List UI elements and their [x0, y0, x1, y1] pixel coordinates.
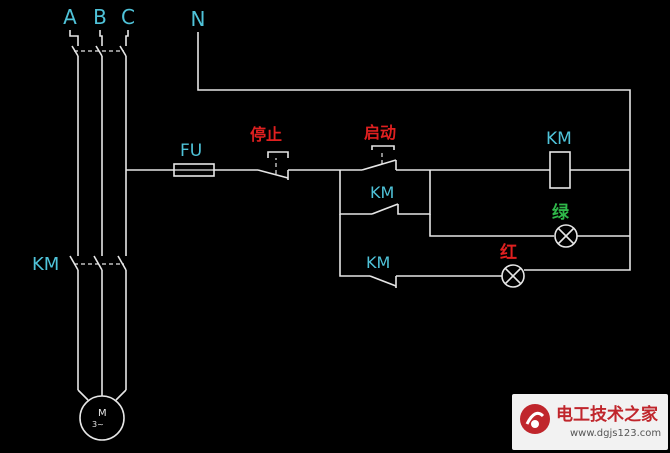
brand-name: 电工技术之家 — [556, 405, 658, 425]
phase-c-label: C — [121, 5, 135, 29]
stop-button — [257, 151, 289, 180]
fuse — [173, 163, 215, 177]
green-lamp — [554, 224, 578, 248]
phase-c-line — [117, 30, 129, 390]
green-lamp-label: 绿 — [552, 202, 570, 223]
red-lamp-label: 红 — [500, 242, 517, 263]
start-label: 启动 — [364, 123, 396, 142]
phase-b-label: B — [93, 5, 107, 29]
motor: M 3~ — [77, 389, 127, 441]
brand-logo-icon — [520, 404, 550, 434]
stop-label: 停止 — [250, 125, 282, 144]
km-nc-contact — [339, 214, 397, 288]
km-coil-label: KM — [546, 129, 572, 149]
phase-b-line — [93, 30, 103, 390]
main-contactor-label: KM — [32, 254, 59, 275]
watermark: 电工技术之家 www.dgjs123.com — [512, 394, 668, 450]
phase-a-line — [69, 30, 79, 390]
neutral-line — [197, 32, 631, 271]
motor-phase: 3~ — [92, 420, 104, 429]
red-lamp — [501, 264, 525, 288]
start-button — [361, 145, 397, 171]
km-holding-label: KM — [370, 183, 394, 202]
km-coil — [549, 151, 571, 189]
neutral-label: N — [191, 7, 206, 31]
brand-url: www.dgjs123.com — [570, 428, 662, 439]
phase-a-label: A — [63, 5, 77, 29]
fuse-label: FU — [180, 141, 202, 161]
km-nc-label: KM — [366, 253, 390, 272]
motor-symbol: M — [98, 408, 107, 419]
